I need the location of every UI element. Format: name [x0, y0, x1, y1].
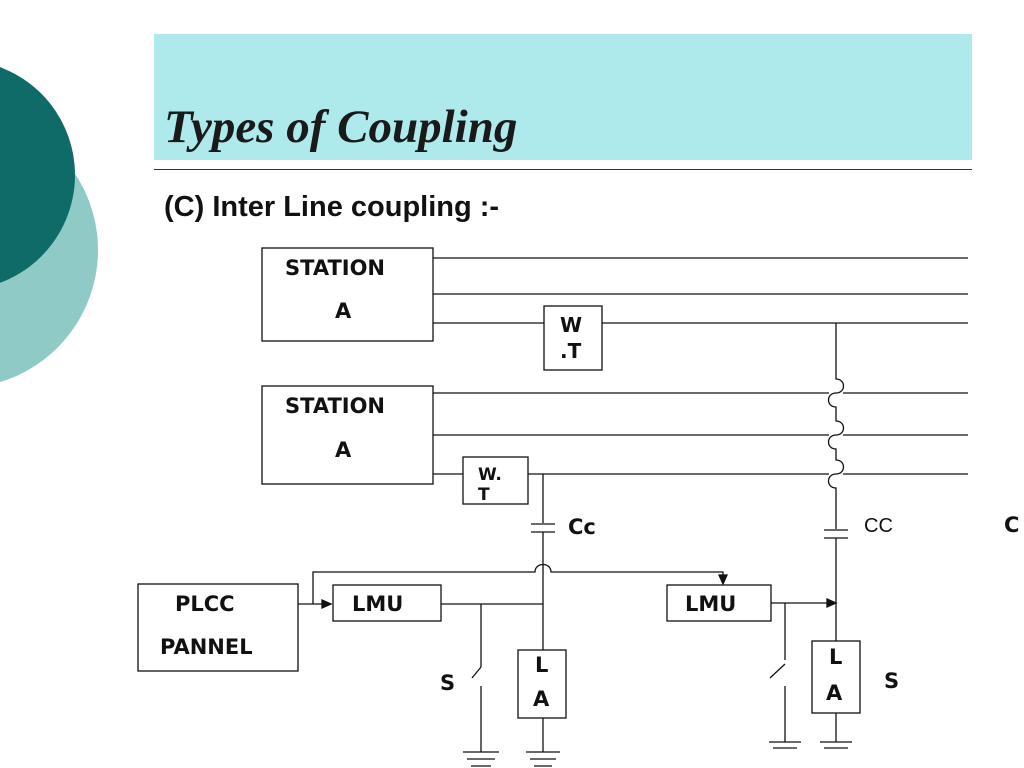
la-left-sublabel: A [533, 687, 550, 711]
arrow-to-right-tap [826, 597, 838, 609]
wave-trap-bottom-label: W. [478, 465, 502, 485]
station-top-label: STATION [285, 256, 385, 280]
wave-trap-top-sublabel: .T [560, 339, 582, 363]
la-right-label: L [829, 645, 842, 669]
switch-right-label: S [884, 669, 899, 693]
lmu-left-box [332, 584, 442, 622]
la-left-label: L [535, 653, 548, 677]
switch-left-blade [471, 666, 482, 679]
station-bottom-label: STATION [285, 394, 385, 418]
arrow-to-lmu-left [321, 598, 333, 610]
arrow-to-lmu-right [717, 574, 729, 586]
wave-trap-top [543, 305, 603, 371]
cc-right-label: CC [864, 515, 893, 537]
switch-right-blade [769, 663, 786, 679]
dark-circle [0, 67, 75, 283]
switch-left-label: S [440, 671, 455, 695]
plcc-panel-box [137, 583, 299, 672]
plcc-panel-sublabel: PANNEL [160, 635, 253, 659]
la-left-box [517, 649, 567, 719]
slide-subtitle: (C) Inter Line coupling :- [164, 191, 500, 223]
plcc-panel-label: PLCC [175, 592, 235, 616]
cc-left-label: Cc [568, 515, 596, 539]
wave-trap-bottom-sublabel: T [478, 485, 490, 505]
la-right-sublabel: A [826, 681, 843, 705]
station-top-sublabel: A [335, 299, 352, 323]
right-tap-conductor [827, 323, 845, 529]
wave-trap-bottom [462, 456, 529, 505]
cc-edge-label: C [1004, 513, 1019, 537]
title-divider [154, 169, 972, 170]
lmu-left-label: LMU [352, 592, 403, 616]
wave-trap-top-label: W [560, 313, 582, 337]
title-band [154, 34, 972, 160]
lmu-right-label: LMU [685, 592, 736, 616]
plcc-to-lmu-right-link [312, 563, 724, 604]
slide-title: Types of Coupling [164, 101, 518, 153]
station-bottom-sublabel: A [335, 438, 352, 462]
